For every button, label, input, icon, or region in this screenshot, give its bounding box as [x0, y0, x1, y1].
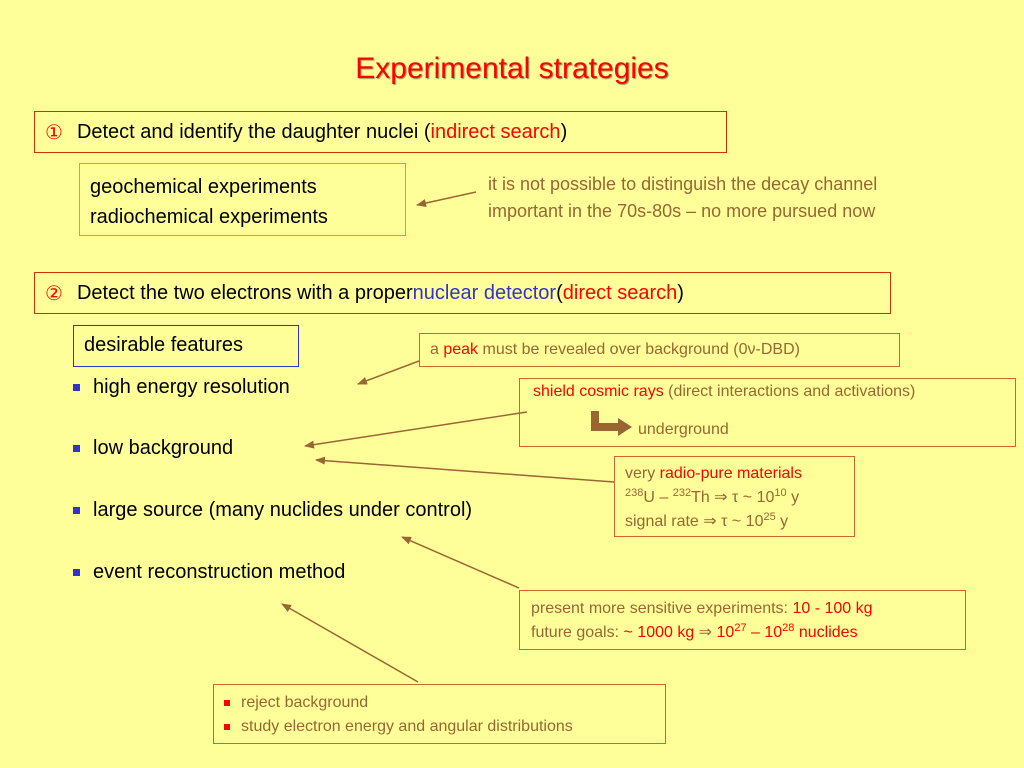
arrow-radio — [315, 456, 615, 483]
feature-label: large source (many nuclides under contro… — [93, 499, 473, 521]
reject-item: reject background — [224, 691, 655, 715]
geo-note-line-1: it is not possible to distinguish the de… — [488, 174, 878, 194]
present-note-box: present more sensitive experiments: 10 -… — [519, 590, 966, 650]
nuclides-label: nuclides — [794, 624, 858, 641]
feature-label: low background — [93, 437, 234, 459]
arrow-present — [401, 536, 520, 589]
radio-very: very — [625, 465, 660, 482]
present-line-1: present more sensitive experiments: — [531, 600, 793, 617]
strategy-2-close: ) — [677, 281, 684, 304]
shield-note-rest: (direct interactions and activations) — [663, 383, 916, 400]
shield-note-box: shield cosmic rays (direct interactions … — [519, 378, 1016, 447]
strategy-1-text: Detect and identify the daughter nuclei … — [76, 120, 431, 143]
th-unit: y — [786, 489, 800, 506]
reject-note-box: reject background study electron energy … — [213, 684, 666, 744]
peak-note-rest: must be revealed over background (0ν-DBD… — [478, 341, 800, 358]
radio-pure: radio-pure materials — [659, 465, 802, 482]
th-exp: 10 — [774, 487, 787, 499]
bullet-square — [73, 384, 80, 391]
feature-label: high energy resolution — [93, 376, 290, 398]
strategy-2-highlight-blue: nuclear detector — [412, 281, 557, 304]
geo-line-2: radiochemical experiments — [90, 206, 328, 228]
exp-28: 28 — [782, 622, 795, 634]
strategy-2-text: Detect the two electrons with a proper — [76, 281, 413, 304]
feature-item: low background — [73, 437, 233, 460]
strategy-2-box: ② Detect the two electrons with a proper… — [34, 272, 891, 314]
slide-title: Experimental strategies — [355, 52, 669, 85]
desirable-features-box: desirable features — [73, 325, 299, 367]
feature-item: high energy resolution — [73, 376, 290, 399]
geo-note-line-2: important in the 70s-80s – no more pursu… — [488, 201, 876, 221]
strategy-2-highlight-red: direct search — [562, 281, 678, 304]
strategy-2-marker: ② — [45, 282, 63, 305]
reject-label: reject background — [241, 694, 369, 711]
u-label: U – — [643, 489, 673, 506]
bullet-square — [73, 569, 80, 576]
signal-unit: y — [775, 513, 789, 530]
bullet-square — [73, 445, 80, 452]
strategy-1-close: ) — [560, 120, 568, 143]
signal-exp: 25 — [763, 511, 776, 523]
present-line-2-red: ~ 1000 kg — [623, 624, 699, 641]
peak-note-box: a peak must be revealed over background … — [419, 333, 900, 367]
peak-note-peak: peak — [443, 341, 479, 358]
th-label: Th ⇒ τ ~ 10 — [691, 489, 775, 506]
arrow-geo — [416, 191, 477, 207]
present-line-2: future goals: — [531, 624, 624, 641]
radio-note-box: very radio-pure materials 238U – 232Th ⇒… — [614, 456, 855, 537]
th-mass: 232 — [672, 487, 692, 499]
implies-arrow: ⇒ — [698, 624, 713, 641]
arrow-peak — [357, 360, 420, 385]
strategy-1-box: ① Detect and identify the daughter nucle… — [34, 111, 727, 153]
shield-note-underground: underground — [638, 421, 729, 438]
signal-label: signal rate ⇒ τ ~ 10 — [625, 513, 764, 530]
strategy-2-open: ( — [556, 281, 563, 304]
feature-item: event reconstruction method — [73, 561, 345, 584]
geo-experiments-box: geochemical experiments radiochemical ex… — [79, 163, 406, 236]
reject-label: study electron energy and angular distri… — [241, 718, 573, 735]
arrow-reject — [281, 603, 419, 683]
bullet-square — [224, 700, 230, 706]
exp-27: 27 — [734, 622, 747, 634]
geo-note: it is not possible to distinguish the de… — [488, 171, 877, 225]
bullet-square — [224, 724, 230, 730]
arrow-shield — [304, 411, 528, 449]
feature-label: event reconstruction method — [93, 561, 346, 583]
value-dash: – 10 — [746, 624, 783, 641]
u-mass: 238 — [625, 487, 644, 499]
value-1: 10 — [712, 624, 735, 641]
feature-item: large source (many nuclides under contro… — [73, 499, 472, 522]
strategy-1-marker: ① — [45, 121, 63, 144]
peak-note-a: a — [430, 341, 444, 358]
reject-item: study electron energy and angular distri… — [224, 715, 655, 739]
shield-note-red: shield cosmic rays — [533, 383, 664, 400]
bent-arrow-icon — [591, 411, 632, 436]
present-line-1-red: 10 - 100 kg — [792, 600, 873, 617]
strategy-1-highlight: indirect search — [430, 120, 561, 143]
bullet-square — [73, 507, 80, 514]
geo-line-1: geochemical experiments — [90, 176, 317, 198]
